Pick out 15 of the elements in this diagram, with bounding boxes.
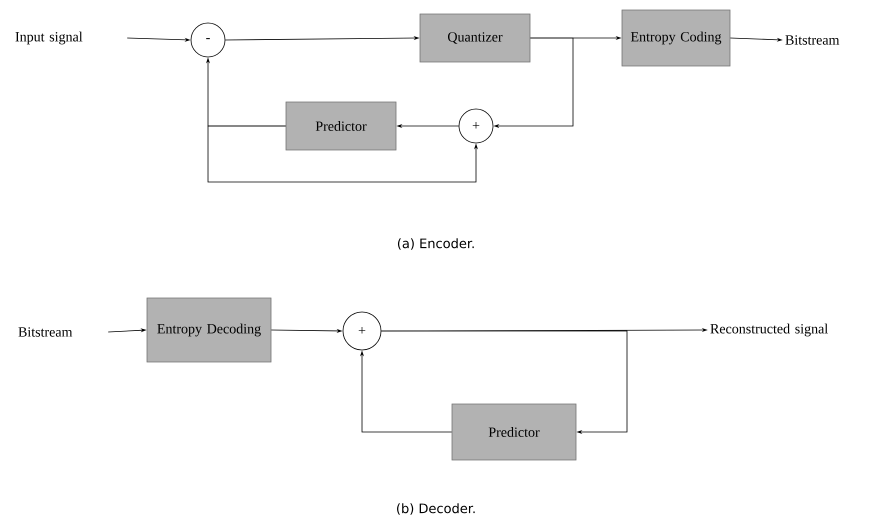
process-box: Entropy Coding (622, 10, 730, 66)
caption: (a) Encoder. (398, 238, 474, 250)
process-box: Predictor (286, 102, 396, 150)
signal-label: Reconstructed signal (710, 324, 828, 336)
summing-junction: + (342, 312, 382, 350)
summing-junction: - (190, 22, 226, 58)
signal-label: Input signal (16, 32, 82, 44)
summing-junction: + (458, 108, 494, 144)
caption: (b) Decoder. (397, 503, 475, 515)
process-box: Predictor (452, 404, 576, 460)
process-box: Entropy Decoding (146, 298, 272, 362)
arrow (381, 330, 628, 434)
process-box: Quantizer (420, 14, 530, 62)
signal-label: Bitstream (785, 35, 840, 45)
signal-label: Bitstream (18, 327, 72, 337)
